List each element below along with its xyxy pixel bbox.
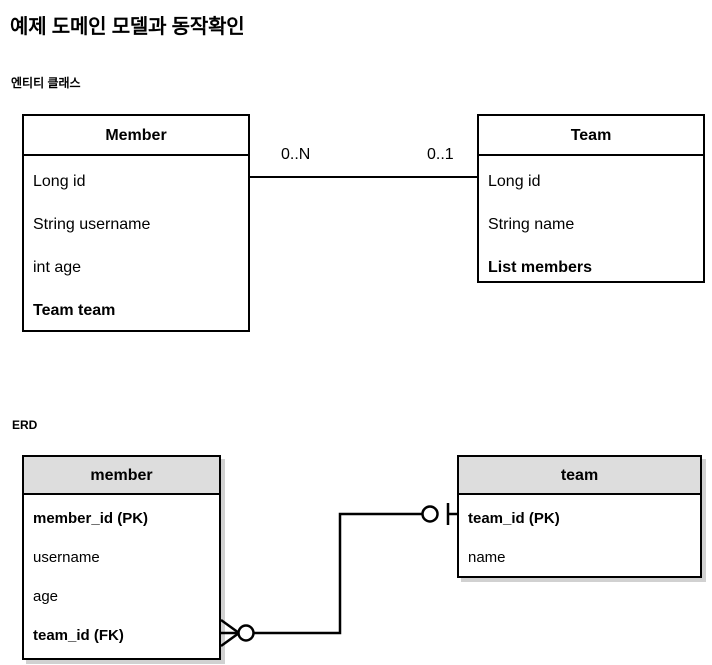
erd-table-member-columns: member_id (PK) username age team_id (FK) bbox=[24, 495, 219, 660]
optional-zero-circle-icon bbox=[237, 624, 255, 642]
erd-table-member-title: member bbox=[24, 457, 219, 495]
uml-class-member-fields: Long id String username int age Team tea… bbox=[24, 156, 248, 338]
uml-field-team-1: String name bbox=[488, 216, 575, 233]
erd-column-team-0: team_id (PK) bbox=[468, 510, 560, 527]
erd-table-member: member member_id (PK) username age team_… bbox=[22, 455, 221, 660]
crowsfoot-many-icon bbox=[220, 618, 240, 648]
section-label-entity-class: 엔티티 클래스 bbox=[11, 76, 81, 90]
erd-column-member-0: member_id (PK) bbox=[33, 510, 149, 527]
uml-field-member-3: Team team bbox=[33, 302, 116, 319]
erd-table-team-title: team bbox=[459, 457, 700, 495]
erd-column-member-2: age bbox=[33, 588, 59, 605]
page-title: 예제 도메인 모델과 동작확인 bbox=[10, 16, 245, 38]
uml-field-member-1: String username bbox=[33, 216, 151, 233]
uml-field-team-2: List members bbox=[488, 259, 593, 276]
uml-multiplicity-member-side: 0..N bbox=[281, 146, 311, 163]
uml-class-member: Member Long id String username int age T… bbox=[22, 114, 250, 332]
uml-field-member-2: int age bbox=[33, 259, 82, 276]
uml-multiplicity-team-side: 0..1 bbox=[427, 146, 454, 163]
erd-column-member-3: team_id (FK) bbox=[33, 627, 124, 644]
erd-column-member-1: username bbox=[33, 549, 100, 566]
uml-class-team-fields: Long id String name List members bbox=[479, 156, 703, 295]
uml-field-team-0: Long id bbox=[488, 173, 541, 190]
uml-field-member-0: Long id bbox=[33, 173, 86, 190]
section-label-erd: ERD bbox=[12, 418, 38, 432]
erd-column-team-1: name bbox=[468, 549, 506, 566]
uml-association-line bbox=[250, 176, 477, 178]
uml-class-member-title: Member bbox=[24, 116, 248, 156]
uml-class-team: Team Long id String name List members bbox=[477, 114, 705, 283]
erd-table-team: team team_id (PK) name bbox=[457, 455, 702, 578]
optional-zero-circle-icon-team bbox=[421, 505, 439, 523]
uml-class-team-title: Team bbox=[479, 116, 703, 156]
erd-table-team-columns: team_id (PK) name bbox=[459, 495, 700, 582]
erd-relationship-path bbox=[253, 512, 423, 635]
